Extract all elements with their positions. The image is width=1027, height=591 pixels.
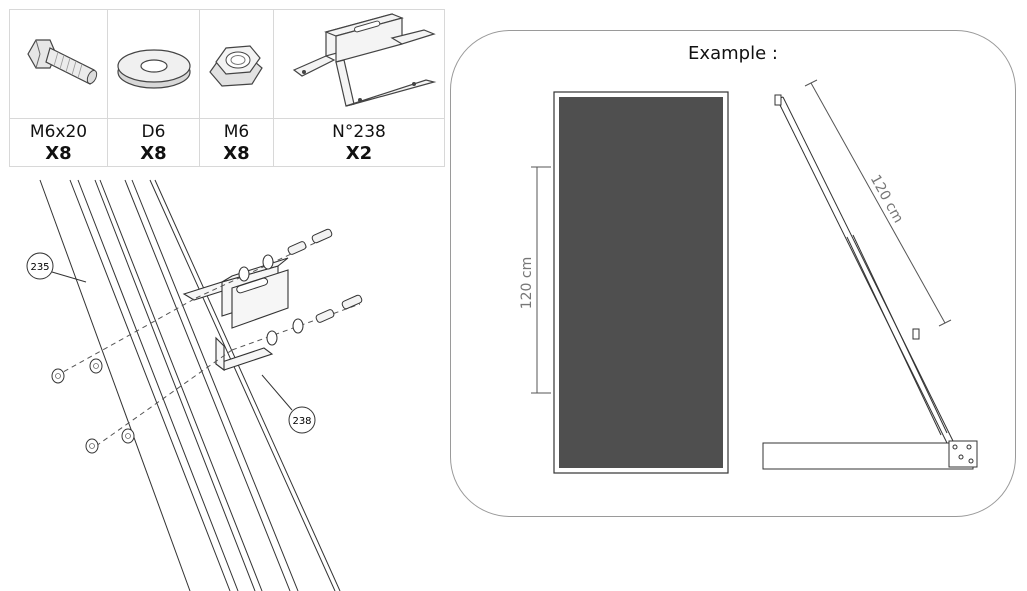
solar-panel-front: [559, 97, 723, 468]
assembly-bracket: [182, 257, 289, 372]
part-washer: D6 X8: [108, 10, 200, 166]
bolt-icon: [27, 39, 98, 85]
side-dimension-line: [810, 82, 946, 324]
part-quantity: X8: [140, 143, 167, 164]
callout-238-label: 238: [292, 416, 311, 427]
side-view-base: [762, 442, 974, 470]
example-title: Example :: [688, 43, 778, 64]
part-bolt: M6x20 X8: [10, 10, 108, 166]
parts-table: M6x20 X8 D6 X8 M6 X8: [9, 9, 445, 167]
assembly-washers: [51, 254, 304, 454]
part-code: N°238: [332, 122, 386, 142]
part-quantity: X8: [223, 143, 250, 164]
front-dimension-label: 120 cm: [519, 257, 535, 310]
assembly-drawing: 235 238: [26, 179, 363, 591]
part-code: M6x20: [29, 122, 88, 142]
bracket-icon: [292, 13, 437, 107]
washer-icon: [117, 49, 191, 89]
part-nut: M6 X8: [200, 10, 274, 166]
nut-icon: [209, 45, 263, 87]
example-panel: Example : 120 cm: [450, 30, 1016, 517]
part-quantity: X2: [345, 143, 373, 164]
part-bracket: N°238 X2: [274, 10, 444, 166]
callout-235-label: 235: [30, 262, 49, 273]
callout-235: [26, 252, 54, 280]
part-code: D6: [141, 122, 166, 142]
assembly-bolts: [287, 228, 363, 323]
parts-table-divider: [10, 118, 444, 119]
example-drawing: 120 cm 120 cm: [519, 79, 978, 474]
part-code: M6: [223, 122, 250, 142]
callout-238: [288, 406, 316, 434]
part-quantity: X8: [45, 143, 72, 164]
